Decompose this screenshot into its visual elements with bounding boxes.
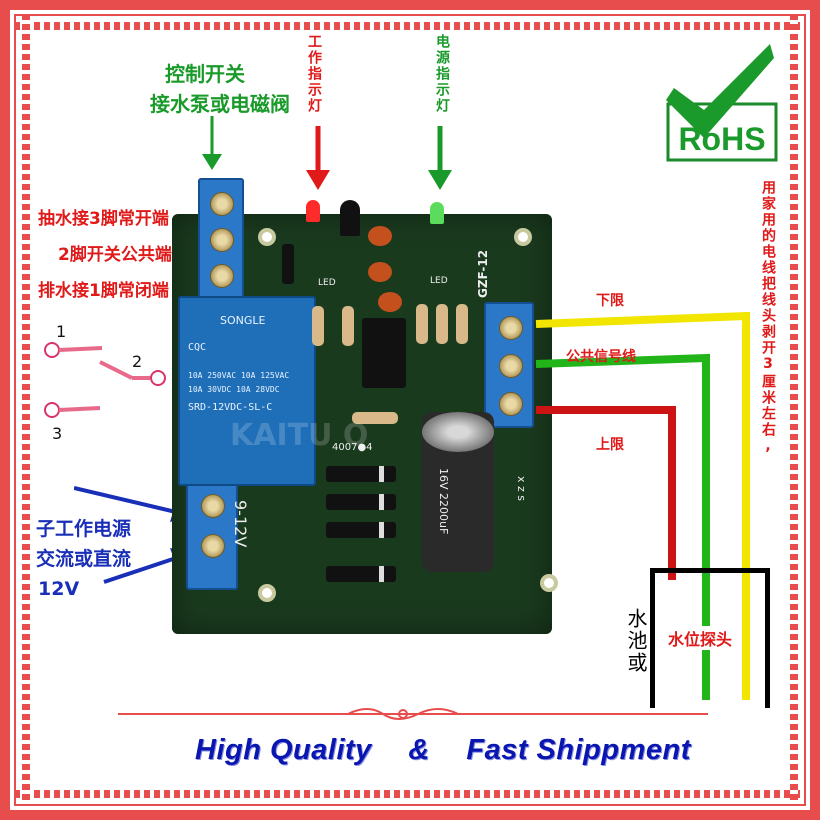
screw — [210, 228, 234, 252]
terminal-block-probe — [484, 302, 534, 428]
resistor — [416, 304, 428, 344]
label-wire-note: 用家用的电线把线头剥开3厘米左右, — [760, 180, 776, 456]
arrow-down-icon — [428, 126, 452, 190]
border-pattern-top — [14, 22, 806, 30]
decorative-frame-inner — [14, 14, 806, 806]
label-upper-limit: 上限 — [596, 437, 624, 453]
resistor — [456, 304, 468, 344]
ic-chip — [362, 318, 406, 388]
diode — [326, 566, 396, 582]
mount-hole — [540, 574, 558, 592]
label-tank: 水池或 — [624, 608, 648, 674]
relay-rating-2: 10A 30VDC 10A 28VDC — [188, 385, 280, 394]
label-ac-dc: 交流或直流 — [36, 548, 132, 570]
label-lower-limit: 下限 — [596, 293, 624, 309]
board-voltage-label: 9-12V — [231, 500, 250, 548]
diode — [326, 466, 396, 482]
resistor — [312, 306, 324, 346]
label-pump-valve: 接水泵或电磁阀 — [150, 92, 290, 116]
label-common: 2脚开关公共端 — [58, 245, 172, 265]
resistor — [436, 304, 448, 344]
pin-2-label: 2 — [132, 352, 143, 371]
led-green — [430, 202, 444, 224]
label-control-switch: 控制开关 — [165, 62, 245, 86]
screw — [201, 494, 225, 518]
banner-divider — [118, 713, 708, 715]
label-power-source: 子工作电源 — [36, 518, 132, 540]
pin-1-label: 1 — [56, 322, 67, 341]
relay-cert: CQC — [188, 342, 207, 353]
led-label-left: LED — [318, 278, 336, 288]
water-tank — [650, 568, 770, 708]
diode — [326, 494, 396, 510]
diode-label: 4007●4 — [332, 442, 373, 453]
ceramic-cap — [368, 262, 392, 282]
screw — [210, 192, 234, 216]
banner-slogan: High Quality & Fast Shippment — [195, 734, 691, 767]
label-common-signal: 公共信号线 — [566, 349, 636, 365]
banner-amp: & — [408, 734, 430, 766]
resistor — [352, 412, 398, 424]
label-drain-nc: 排水接1脚常闭端 — [38, 281, 169, 301]
watermark: KAITU O — [230, 418, 369, 453]
mount-hole — [514, 228, 532, 246]
border-pattern-bottom — [14, 790, 806, 798]
relay: SONGLE CQC 10A 250VAC 10A 125VAC 10A 30V… — [178, 296, 316, 486]
label-pump-no: 抽水接3脚常开端 — [38, 209, 169, 229]
capacitor-top — [422, 412, 494, 452]
terminal-block-power — [186, 476, 238, 590]
border-pattern-left — [22, 14, 30, 806]
label-work-indicator: 工作指示灯 — [306, 34, 322, 114]
relay-rating-1: 10A 250VAC 10A 125VAC — [188, 371, 290, 380]
transistor — [340, 200, 360, 236]
arrow-down-icon — [306, 126, 330, 190]
led-red — [306, 200, 320, 222]
check-icon — [666, 44, 774, 138]
mount-hole — [258, 584, 276, 602]
banner-shipment: Fast Shippment — [466, 734, 691, 766]
relay-model: SRD-12VDC-SL-C — [188, 402, 273, 413]
relay-brand: SONGLE — [220, 314, 266, 327]
terminal-block-output — [198, 178, 244, 298]
screw — [499, 354, 523, 378]
screw — [499, 316, 523, 340]
xzs-label: x z s — [515, 476, 528, 502]
rohs-text: RoHS — [678, 121, 765, 157]
banner-quality: High Quality — [195, 734, 372, 766]
screw — [201, 534, 225, 558]
ceramic-cap — [378, 292, 402, 312]
board-model-label: GZF-12 — [476, 249, 490, 298]
led-label-right: LED — [430, 276, 448, 286]
label-12v: 12V — [38, 578, 80, 600]
border-pattern-right — [790, 14, 798, 806]
switch-diagram — [44, 342, 166, 418]
resistor — [342, 306, 354, 346]
screw — [210, 264, 234, 288]
diode — [326, 522, 396, 538]
mount-hole — [258, 228, 276, 246]
capacitor-label: 16V 2200uF — [437, 468, 450, 535]
ornament-icon — [348, 708, 458, 720]
screw — [499, 392, 523, 416]
pin-3-label: 3 — [52, 424, 63, 443]
label-probe: 水位探头 — [668, 626, 733, 650]
rohs-badge: RoHS — [666, 44, 778, 162]
label-power-indicator: 电源指示灯 — [434, 34, 450, 114]
diode — [282, 244, 294, 284]
arrow-down-icon — [202, 116, 222, 170]
ceramic-cap — [368, 226, 392, 246]
